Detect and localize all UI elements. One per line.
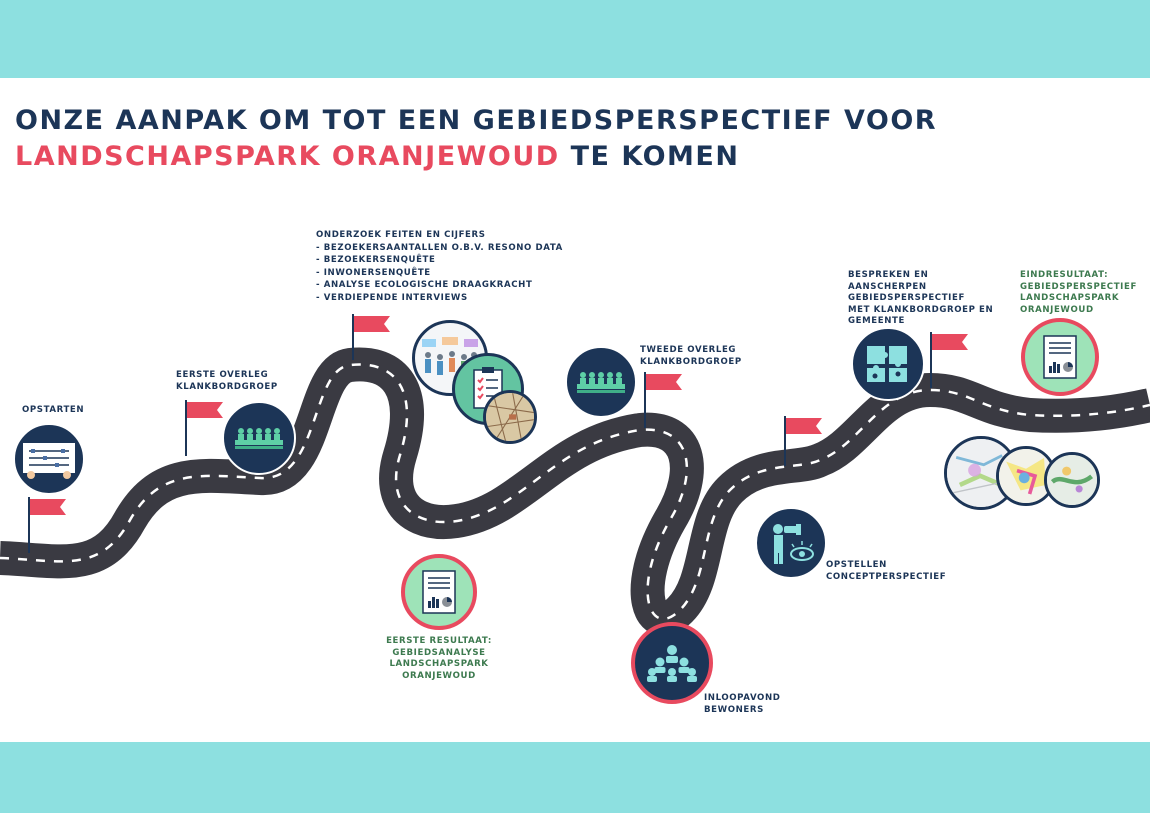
step-bespreken-circle bbox=[851, 327, 925, 401]
label-line: Bespreken en bbox=[848, 270, 929, 280]
step-opstellen-label: Opstellen conceptperspectief bbox=[826, 560, 946, 583]
step-opstarten-label: Opstarten bbox=[22, 405, 85, 415]
label-line: gebiedsanalyse bbox=[392, 647, 486, 658]
step-onderzoek-label: Onderzoek feiten en cijfers - Bezoekersa… bbox=[316, 229, 563, 304]
puzzle-icon bbox=[867, 346, 907, 382]
label-line: Inloopavond bbox=[704, 693, 781, 703]
step-tweede-overleg-circle bbox=[565, 346, 637, 418]
flag-icon bbox=[784, 416, 822, 466]
onderzoek-item: - Bezoekersaantallen o.b.v. Resono data bbox=[316, 242, 563, 253]
label-line: Oranjewoud bbox=[1020, 304, 1094, 315]
report-document-icon bbox=[1043, 335, 1077, 379]
flag-icon bbox=[930, 332, 968, 388]
label-line: Tweede overleg bbox=[640, 345, 737, 355]
onderzoek-item: - Verdiepende interviews bbox=[316, 292, 468, 303]
meeting-table-icon bbox=[577, 372, 625, 393]
label-line: conceptperspectief bbox=[826, 571, 947, 582]
planning-board-icon bbox=[23, 443, 75, 479]
flag-icon bbox=[28, 497, 66, 553]
flag-icon bbox=[352, 314, 390, 360]
label-line: aanscherpen bbox=[848, 281, 927, 292]
title-line-2: Landschapspark Oranjewoud te komen bbox=[15, 139, 937, 175]
vision-binoculars-icon bbox=[773, 524, 814, 564]
onderzoek-item: - Analyse ecologische draagkracht bbox=[316, 280, 533, 290]
step-eindresultaat-label: Eindresultaat: gebiedsperspectief Landsc… bbox=[1020, 270, 1137, 316]
onderzoek-item: - Bezoekersenquête bbox=[316, 255, 436, 265]
step-inloopavond-label: Inloopavond bewoners bbox=[704, 693, 780, 716]
top-band bbox=[0, 0, 1150, 78]
onderzoek-item: - Inwonersenquête bbox=[316, 267, 431, 278]
step-tweede-overleg-label: Tweede overleg klankbordgroep bbox=[640, 345, 742, 368]
label-line: Oranjewoud bbox=[402, 670, 476, 681]
report-document-icon bbox=[422, 570, 456, 614]
step-inloopavond-circle bbox=[631, 622, 713, 704]
label-line: Eindresultaat: bbox=[1020, 270, 1109, 280]
label-line: bewoners bbox=[704, 704, 764, 715]
map-icon bbox=[486, 393, 534, 441]
label-line: met klankbordgroep en bbox=[848, 304, 994, 315]
step-eerste-resultaat-label: Eerste resultaat: gebiedsanalyse Landsch… bbox=[384, 636, 494, 682]
label-line: gebiedsperspectief bbox=[848, 293, 965, 303]
step-eerste-resultaat-circle bbox=[401, 554, 477, 630]
map-circle bbox=[483, 390, 537, 444]
map-icon bbox=[1047, 455, 1097, 505]
step-opstellen-circle bbox=[755, 507, 827, 579]
step-eindresultaat-circle bbox=[1021, 318, 1099, 396]
title-highlight: Landschapspark Oranjewoud bbox=[15, 141, 560, 172]
step-opstarten-circle bbox=[13, 423, 85, 495]
label-line: Eerste resultaat: bbox=[386, 636, 492, 646]
label-line: klankbordgroep bbox=[640, 356, 742, 367]
bottom-band bbox=[0, 742, 1150, 813]
flag-icon bbox=[644, 372, 682, 428]
label-line: gebiedsperspectief bbox=[1020, 281, 1137, 292]
meeting-table-icon bbox=[235, 428, 283, 449]
flag-icon bbox=[185, 400, 223, 456]
label-line: klankbordgroep bbox=[176, 381, 278, 392]
page-title: Onze aanpak om tot een gebiedsperspectie… bbox=[15, 103, 937, 175]
title-rest: te komen bbox=[570, 141, 740, 172]
map-circle bbox=[1044, 452, 1100, 508]
step-eerste-overleg-label: Eerste overleg klankbordgroep bbox=[176, 370, 278, 393]
onderzoek-heading: Onderzoek feiten en cijfers bbox=[316, 230, 486, 240]
group-presentation-icon bbox=[647, 645, 697, 682]
step-bespreken-label: Bespreken en aanscherpen gebiedsperspect… bbox=[848, 270, 993, 328]
step-eerste-overleg-circle bbox=[222, 401, 296, 475]
label-line: gemeente bbox=[848, 316, 905, 326]
label-line: Landschapspark bbox=[1020, 293, 1120, 303]
label-line: Landschapspark bbox=[389, 659, 489, 669]
label-line: Opstellen bbox=[826, 560, 887, 570]
label-line: Eerste overleg bbox=[176, 370, 269, 380]
title-line-1: Onze aanpak om tot een gebiedsperspectie… bbox=[15, 105, 938, 136]
